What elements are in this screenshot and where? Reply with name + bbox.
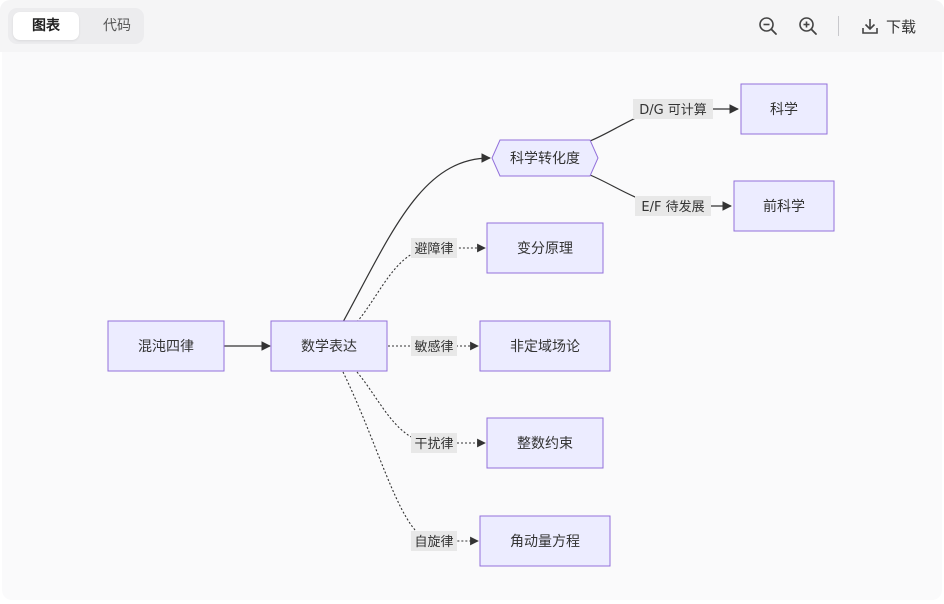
edge-label-bg-interfere xyxy=(411,433,457,453)
node-science-label: 科学 xyxy=(770,102,798,118)
edge-label-avoid: 避障律 xyxy=(414,242,453,257)
edge-math-integer xyxy=(356,371,486,448)
edge-label-bg-dg xyxy=(633,99,713,119)
edge-label-bg-avoid xyxy=(411,238,457,258)
node-variational-label: 变分原理 xyxy=(517,241,573,257)
edge-labels: 避障律 敏感律 干扰律 自旋律 D/G 可计算 E/F 待发展 xyxy=(411,99,713,551)
node-chaos-label: 混沌四律 xyxy=(138,339,194,355)
node-math-label: 数学表达 xyxy=(301,339,357,355)
edge-label-interfere: 干扰律 xyxy=(414,437,453,452)
zoom-in-icon[interactable] xyxy=(796,14,820,38)
edge-math-angular xyxy=(342,371,479,546)
node-science-degree[interactable]: 科学转化度 xyxy=(491,139,599,177)
node-angular-label: 角动量方程 xyxy=(510,534,580,550)
edge-label-spin: 自旋律 xyxy=(414,535,453,550)
tab-chart[interactable]: 图表 xyxy=(13,12,79,40)
edge-label-sensitive: 敏感律 xyxy=(414,339,453,355)
node-math[interactable]: 数学表达 xyxy=(270,320,388,372)
view-tabs: 图表 代码 xyxy=(8,8,144,44)
flowchart: 避障律 敏感律 干扰律 自旋律 D/G 可计算 E/F 待发展 混沌四律 数学表… xyxy=(107,83,835,567)
node-integer-label: 整数约束 xyxy=(517,436,573,452)
node-prescience-label: 前科学 xyxy=(763,198,805,215)
edge-label-ef: E/F 待发展 xyxy=(641,199,704,215)
nodes: 混沌四律 数学表达 科学转化度 变分原理 非定域场论 整数约束 xyxy=(107,83,835,567)
diagram-canvas: 避障律 敏感律 干扰律 自旋律 D/G 可计算 E/F 待发展 混沌四律 数学表… xyxy=(2,52,942,600)
node-nonlocal-label: 非定域场论 xyxy=(510,339,580,355)
download-button[interactable]: 下载 xyxy=(860,13,916,39)
toolbar-divider xyxy=(838,16,839,36)
node-integer[interactable]: 整数约束 xyxy=(486,417,604,469)
edge-label-bg-ef xyxy=(635,196,711,216)
node-chaos[interactable]: 混沌四律 xyxy=(107,320,225,372)
node-science[interactable]: 科学 xyxy=(740,83,828,135)
node-nonlocal[interactable]: 非定域场论 xyxy=(479,320,611,372)
node-variational[interactable]: 变分原理 xyxy=(486,222,604,274)
toolbar: 图表 代码 下载 xyxy=(0,0,944,52)
edge-label-bg-sensitive xyxy=(411,336,457,356)
node-science-degree-label: 科学转化度 xyxy=(510,151,580,167)
tab-code[interactable]: 代码 xyxy=(103,18,131,34)
zoom-out-icon[interactable] xyxy=(756,14,780,38)
edge-label-dg: D/G 可计算 xyxy=(639,103,707,118)
node-prescience[interactable]: 前科学 xyxy=(733,180,835,232)
node-angular[interactable]: 角动量方程 xyxy=(479,515,611,567)
edge-math-science-degree xyxy=(342,153,491,323)
download-icon xyxy=(862,19,878,34)
edge-label-bg-spin xyxy=(411,531,457,551)
download-label: 下载 xyxy=(886,17,917,36)
